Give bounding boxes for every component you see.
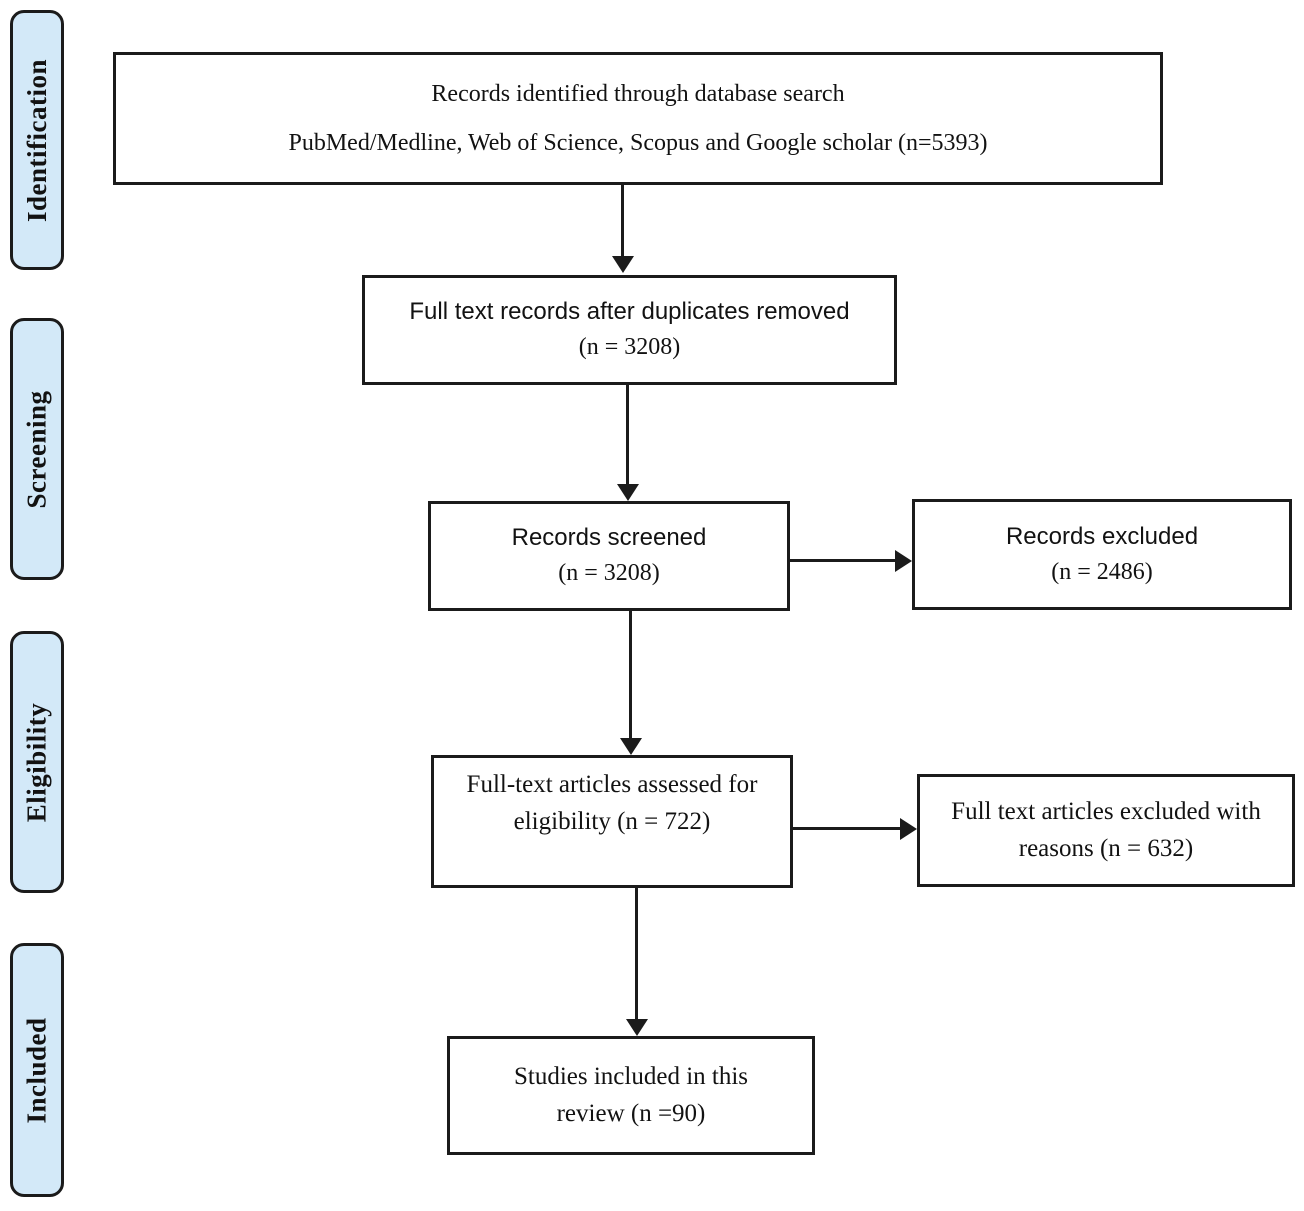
stage-included: Included: [10, 943, 64, 1197]
box-line: Full text articles excluded with: [951, 798, 1261, 826]
box-line: Full-text articles assessed for: [466, 771, 758, 799]
box-line: PubMed/Medline, Web of Science, Scopus a…: [288, 129, 988, 156]
arrow-head: [626, 1019, 648, 1036]
stage-eligibility: Eligibility: [10, 631, 64, 893]
box-line: review (n =90): [556, 1099, 706, 1127]
box-line: Records identified through database sear…: [431, 80, 845, 107]
box-line: eligibility (n = 722): [513, 807, 711, 835]
arrow-screened-to-excluded: [790, 559, 896, 562]
stage-identification: Identification: [10, 10, 64, 270]
stage-label: Screening: [21, 390, 52, 508]
arrow-head: [612, 256, 634, 273]
box-line: Records screened: [511, 524, 707, 552]
box-studies-included: Studies included in this review (n =90): [447, 1036, 815, 1155]
arrow-head: [617, 484, 639, 501]
box-records-screened: Records screened (n = 3208): [428, 501, 790, 611]
box-records-excluded: Records excluded (n = 2486): [912, 499, 1292, 610]
box-line: Records excluded: [1005, 522, 1199, 550]
box-count: (n = 3208): [578, 334, 681, 360]
arrow-identified-to-deduplicated: [621, 185, 624, 258]
arrow-fulltext-to-excluded: [793, 827, 901, 830]
stage-label: Eligibility: [21, 702, 52, 822]
arrow-deduplicated-to-screened: [626, 385, 629, 484]
box-fulltext-assessed: Full-text articles assessed for eligibil…: [431, 755, 793, 888]
stage-label: Included: [21, 1016, 52, 1124]
arrow-head: [620, 738, 642, 755]
box-fulltext-excluded: Full text articles excluded with reasons…: [917, 774, 1295, 887]
box-count: (n = 2486): [1051, 558, 1153, 585]
arrow-screened-to-fulltext: [629, 611, 632, 739]
box-line: reasons (n = 632): [1018, 834, 1194, 862]
box-records-identified: Records identified through database sear…: [113, 52, 1163, 185]
arrow-head: [900, 818, 917, 840]
stage-screening: Screening: [10, 318, 64, 580]
box-count: (n = 3208): [558, 560, 660, 586]
box-line: Studies included in this: [513, 1063, 749, 1091]
box-line: Full text records after duplicates remov…: [409, 298, 850, 326]
arrow-head: [895, 550, 912, 572]
box-duplicates-removed: Full text records after duplicates remov…: [362, 275, 897, 385]
stage-label: Identification: [21, 58, 52, 222]
arrow-fulltext-to-included: [635, 888, 638, 1020]
